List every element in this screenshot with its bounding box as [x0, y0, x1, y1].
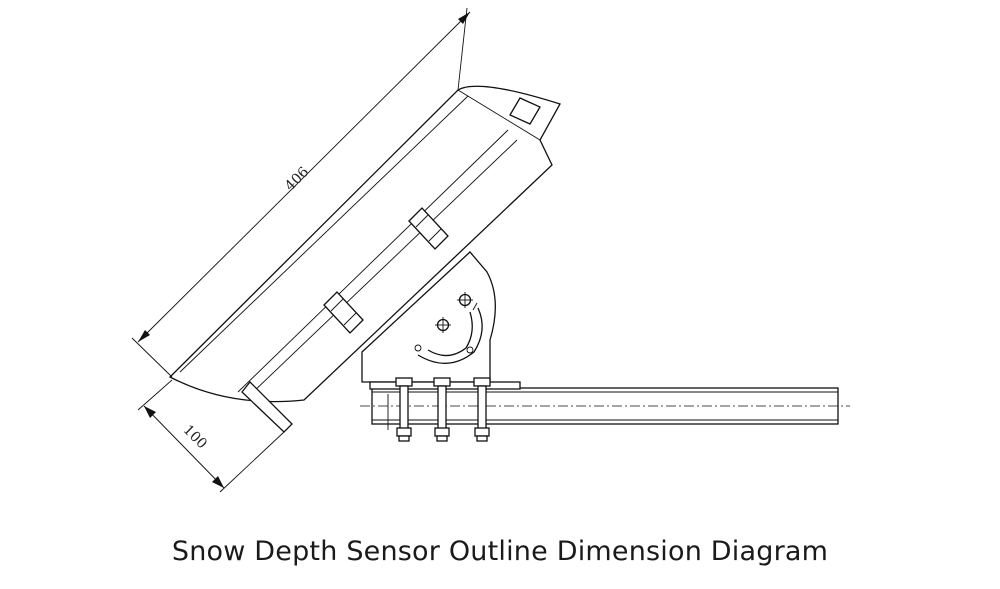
- u-bolt-right: [473, 377, 491, 442]
- clamp-block-upper: [408, 207, 449, 250]
- bracket-hole-upper: [457, 292, 473, 308]
- sensor-housing: [168, 85, 561, 433]
- length-dimension-label: 406: [282, 164, 312, 194]
- bracket-hole-pivot: [435, 317, 451, 333]
- rear-cap: [241, 381, 293, 433]
- front-window: [509, 97, 541, 125]
- mounting-pole: [360, 387, 850, 425]
- diagram-caption: Snow Depth Sensor Outline Dimension Diag…: [171, 536, 829, 567]
- u-bolt-left: [395, 377, 413, 442]
- u-bolt-middle: [433, 377, 451, 442]
- clamp-block-lower: [323, 291, 364, 334]
